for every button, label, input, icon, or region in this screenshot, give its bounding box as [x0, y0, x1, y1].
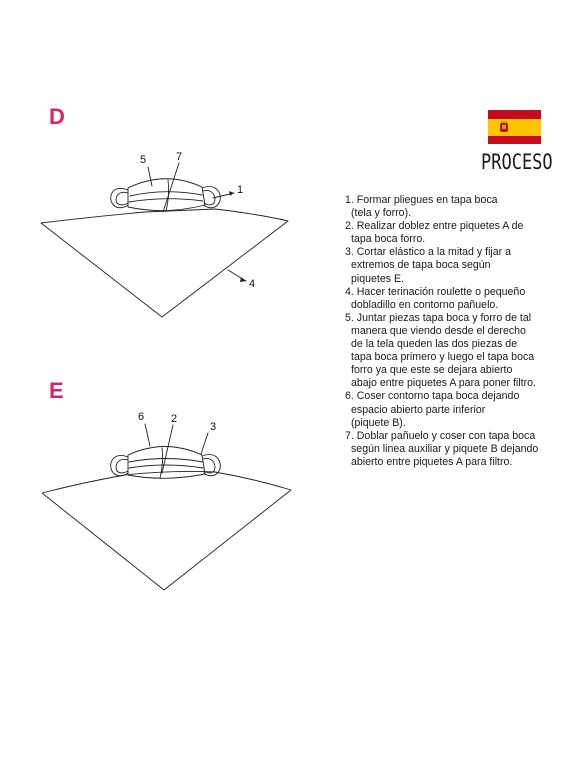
ear-loop-right-inner — [202, 190, 216, 206]
flag-stripe-yellow — [488, 118, 541, 136]
mask-center-seam — [159, 447, 164, 479]
callout-line-6 — [144, 423, 151, 447]
process-step-line: 6. Coser contorno tapa boca dejando — [345, 390, 520, 403]
callout-4: 4 — [249, 278, 255, 290]
process-step: 1. Formar pliegues en tapa boca(tela y f… — [345, 194, 567, 220]
process-title: PROCESO — [481, 150, 553, 175]
callout-6: 6 — [138, 411, 144, 423]
callout-5: 5 — [140, 154, 146, 166]
process-step-line: abajo entre piquetes A para poner filtro… — [351, 377, 536, 390]
callout-line-2 — [161, 424, 174, 474]
process-step-line: 3. Cortar elástico a la mitad y fijar a — [345, 246, 512, 259]
callout-1: 1 — [237, 184, 243, 196]
mask-fold — [129, 191, 203, 197]
mask-body — [127, 178, 206, 212]
process-step-line: espacio abierto parte inferior — [351, 403, 486, 416]
coat-of-arms-icon — [500, 121, 508, 132]
ear-loop-right — [201, 186, 221, 209]
callout-line-5 — [147, 166, 153, 187]
section-letter-e: E — [49, 378, 64, 403]
spain-flag-icon — [488, 110, 541, 144]
callout-line-7 — [162, 162, 180, 213]
ear-loop-left — [110, 188, 129, 209]
bandana-outline — [41, 470, 292, 591]
callout-2: 2 — [171, 413, 177, 425]
process-step-line: 7. Doblar pañuelo y coser con tapa boca — [345, 429, 536, 442]
process-step-line: según linea auxiliar y piquete B dejando — [351, 442, 539, 455]
arrowhead — [229, 191, 234, 196]
process-step-line: tapa boca forro. — [351, 233, 426, 246]
flag-stripe-red — [488, 110, 541, 119]
process-step-line: tapa boca primero y luego el tapa boca — [351, 351, 535, 364]
mask-fold — [128, 198, 204, 203]
ear-loop-left — [110, 455, 129, 477]
section-letter-d: D — [49, 104, 65, 129]
callout-7: 7 — [176, 151, 182, 163]
callout-3: 3 — [210, 421, 216, 433]
process-step-line: abierto entre piquetes A para filtro. — [351, 455, 513, 468]
process-step-line: piquetes E. — [351, 272, 405, 285]
ear-loop-right — [201, 454, 221, 477]
process-step-line: dobladillo en contorno pañuelo. — [351, 298, 499, 311]
ear-loop-right-inner — [202, 458, 216, 474]
mask-fold — [128, 464, 204, 469]
flag-stripe-red — [488, 135, 541, 144]
process-steps-list: 1. Formar pliegues en tapa boca(tela y f… — [345, 194, 567, 469]
diagram-e: 6 2 3 — [41, 411, 292, 591]
process-step-line: 2. Realizar doblez entre piquetes A de — [345, 220, 524, 233]
ear-loop-left-inner — [115, 191, 129, 206]
mask-fold — [128, 458, 204, 463]
process-step-line: 5. Juntar piezas tapa boca y forro de ta… — [345, 311, 532, 324]
process-step-line: 1. Formar pliegues en tapa boca — [345, 194, 498, 206]
diagram-d: 5 7 1 4 — [40, 151, 289, 318]
process-step: 5. Juntar piezas tapa boca y forro de ta… — [345, 312, 567, 391]
process-step-line: 4. Hacer terinación roulette o pequeño — [345, 285, 526, 298]
arrowhead — [240, 277, 246, 282]
callout-line-3 — [200, 432, 209, 455]
ear-loop-left-inner — [115, 458, 129, 474]
process-step-line: (tela y forro). — [351, 207, 412, 220]
process-step-line: (piquete B). — [351, 416, 406, 429]
process-step-line: manera que viendo desde el derecho — [351, 324, 526, 337]
bandana-outline — [40, 208, 289, 318]
process-step-line: de la tela queden las dos piezas de — [351, 338, 518, 351]
process-step-line: extremos de tapa boca según — [351, 259, 491, 272]
process-step-line: forro ya que este se dejara abierto — [351, 364, 513, 377]
